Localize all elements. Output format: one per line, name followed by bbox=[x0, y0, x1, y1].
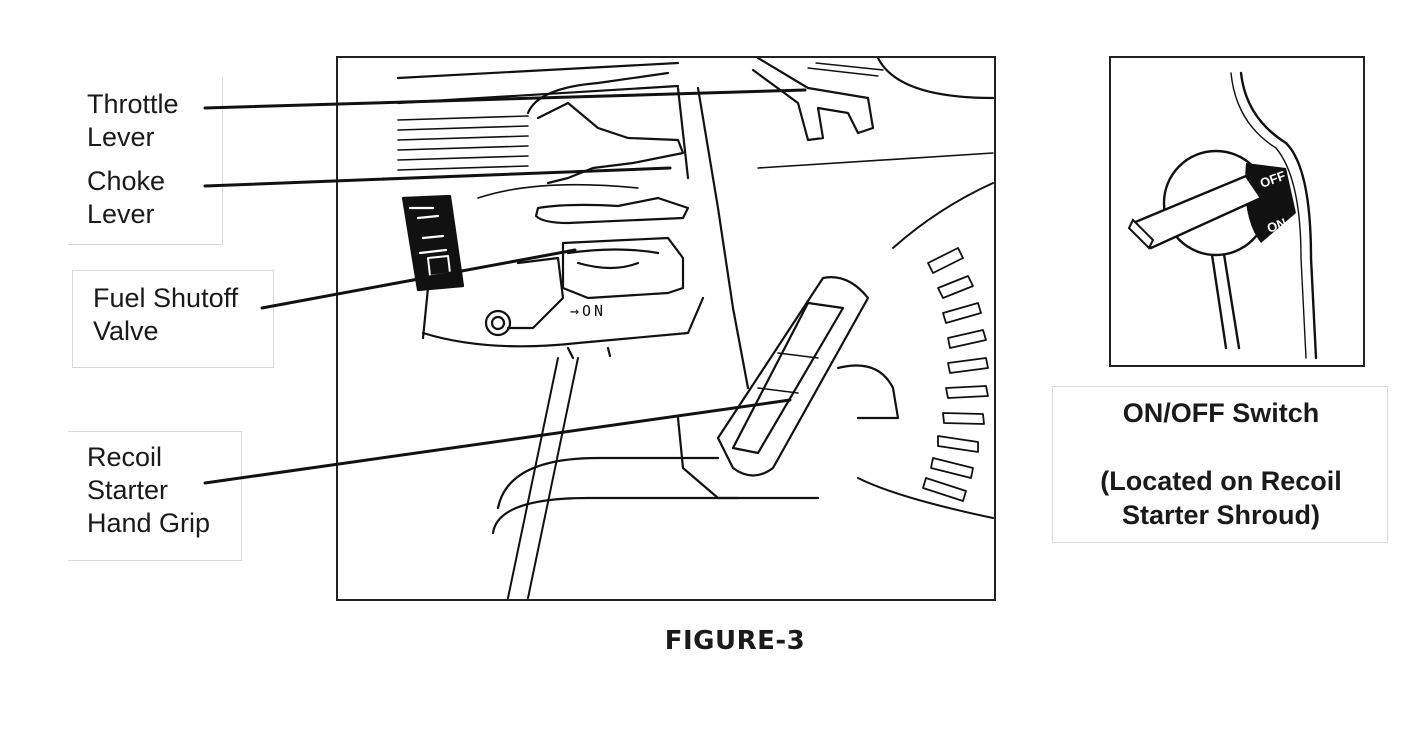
callout-throttle-line1: Throttle bbox=[87, 89, 179, 119]
engine-controls-illustration: →ON bbox=[336, 56, 996, 601]
callout-choke-lever: Choke Lever bbox=[87, 165, 165, 231]
callout-fuel-line2: Valve bbox=[93, 316, 159, 346]
callout-recoil-starter-hand-grip: Recoil Starter Hand Grip bbox=[87, 441, 210, 540]
grip-rope-guide bbox=[836, 364, 900, 420]
switch-caption-title: ON/OFF Switch bbox=[1122, 398, 1320, 428]
on-off-switch-drawing: OFF ON bbox=[1127, 71, 1318, 360]
callout-fuel-line1: Fuel Shutoff bbox=[93, 283, 239, 313]
callout-throttle-lever: Throttle Lever bbox=[87, 88, 179, 154]
fuel-valve-lever bbox=[506, 256, 565, 330]
housing-edge bbox=[396, 61, 680, 80]
callout-recoil-line2: Starter bbox=[87, 475, 169, 505]
engine-controls-drawing: →ON bbox=[396, 56, 995, 599]
valve-nut bbox=[484, 309, 512, 337]
choke-lever-shape bbox=[536, 101, 685, 185]
callout-box-throttle-choke bbox=[68, 78, 223, 245]
callout-recoil-line1: Recoil bbox=[87, 442, 163, 472]
throttle-lever-shape bbox=[751, 56, 875, 142]
valve-on-label: →ON bbox=[570, 302, 606, 320]
callout-choke-line1: Choke bbox=[87, 166, 166, 196]
callout-fuel-shutoff-valve: Fuel Shutoff Valve bbox=[93, 282, 238, 348]
switch-dial-dark-face bbox=[1245, 163, 1296, 243]
switch-wire-2 bbox=[1221, 246, 1241, 350]
recoil-hand-grip bbox=[716, 276, 870, 477]
switch-caption-detail-line2: Starter Shroud) bbox=[1121, 500, 1321, 530]
housing-vertical-line bbox=[696, 86, 750, 390]
switch-caption-box: ON/OFF Switch (Located on Recoil Starter… bbox=[1052, 386, 1388, 543]
callout-throttle-line2: Lever bbox=[87, 122, 155, 152]
recoil-shroud-slots bbox=[922, 247, 989, 502]
switch-caption-detail-line1: (Located on Recoil bbox=[1100, 466, 1342, 496]
choke-lever-tab bbox=[534, 196, 690, 225]
callout-box-fuel bbox=[72, 270, 274, 368]
switch-on-label: ON bbox=[1265, 215, 1288, 236]
shroud-edge-outer bbox=[1239, 71, 1318, 360]
figure-caption: FIGURE-3 bbox=[664, 626, 806, 656]
callout-choke-line2: Lever bbox=[87, 199, 155, 229]
switch-wire-1 bbox=[1209, 246, 1228, 350]
callout-recoil-line3: Hand Grip bbox=[87, 508, 211, 538]
on-off-switch-inset: OFF ON bbox=[1109, 56, 1365, 367]
cooling-fins bbox=[397, 115, 529, 171]
